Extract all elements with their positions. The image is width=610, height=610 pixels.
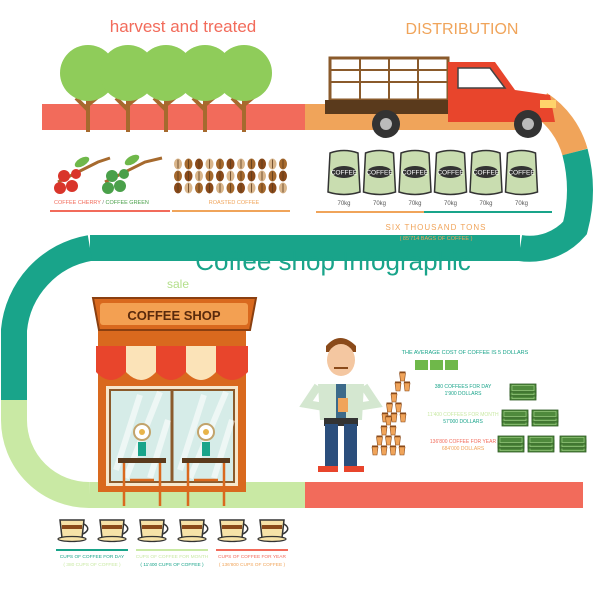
- divider: [216, 549, 288, 551]
- coffee-cup-icon: [57, 519, 89, 543]
- distribution-heading: DISTRIBUTION: [406, 21, 519, 38]
- tree-icon: [216, 45, 272, 132]
- coffee-bag-label: COFFEE: [508, 170, 535, 177]
- coffee-cup-icon: [177, 519, 209, 543]
- bag-weight-label: 70kg: [515, 201, 528, 207]
- sale-heading: sale: [167, 277, 189, 291]
- cups-month-label: CUPS OF COFFEE FOR MONTH: [136, 554, 209, 560]
- coffee-bag-icon: COFFEE: [469, 149, 503, 196]
- shop-sign: COFFEE SHOP: [91, 297, 258, 331]
- road-segment-sales: [305, 482, 583, 508]
- cups-day-sub: ( 380 CUPS OF COFFEE ): [63, 562, 121, 568]
- page-title: Coffee shop Infographic: [195, 246, 471, 276]
- coffee-bag-label: COFFEE: [331, 170, 358, 177]
- divider: [172, 210, 290, 212]
- tree-icon: [60, 45, 116, 132]
- barista-icon: [299, 338, 383, 472]
- bag-weight-label: 70kg: [479, 201, 492, 207]
- coffee-bag-icon: COFFEE: [362, 149, 397, 196]
- flower-icon: [133, 423, 151, 456]
- coffee-bag-label: COFFEE: [366, 170, 393, 177]
- coffee-bag-icon: COFFEE: [327, 149, 361, 196]
- flower-icon: [197, 423, 215, 456]
- coffee-bag-label: COFFEE: [437, 170, 464, 177]
- bag-weight-label: 70kg: [337, 201, 350, 207]
- divider: [136, 549, 208, 551]
- coffee-cherry-icon: [54, 156, 111, 194]
- tons-label: SIX THOUSAND TONS: [385, 223, 486, 232]
- roasted-label: ROASTED COFFEE: [209, 200, 260, 206]
- table-icon: [118, 458, 230, 506]
- divider: [50, 210, 170, 212]
- average-cost-label: THE AVERAGE COST OF COFFEE IS 5 DOLLARS: [402, 350, 529, 356]
- divider: [56, 549, 128, 551]
- coffee-cup-icon: [97, 519, 129, 543]
- coffee-trees: [60, 45, 272, 132]
- coffee-shop-icon: COFFEE SHOP: [91, 297, 258, 506]
- bag-weight-label: 70kg: [444, 201, 457, 207]
- bag-weight-label: 70kg: [408, 201, 421, 207]
- tree-icon: [177, 45, 233, 132]
- road-segment-harvest: [42, 104, 305, 130]
- coffee-bag-label: COFFEE: [473, 170, 500, 177]
- coffee-bag-icon: COFFEE: [398, 149, 432, 196]
- divider: [424, 211, 552, 213]
- divider: [316, 211, 424, 213]
- coffee-cup-icon: [217, 519, 249, 543]
- coffee-bag-icon: COFFEE: [504, 149, 539, 196]
- coffee-green-icon: [102, 154, 163, 194]
- coffee-bags: COFFEE 70kg COFFEE 70kg COFFEE 70kg COFFEE 70kg…: [327, 149, 539, 207]
- coffee-bag-icon: COFFEE: [433, 149, 468, 196]
- coffee-cups-stack-icon: [371, 371, 411, 456]
- tree-icon: [138, 45, 194, 132]
- road-curve-teal-left: [1, 235, 93, 400]
- truck-icon: [325, 56, 556, 138]
- roasted-beans-icon: [174, 158, 287, 194]
- sales-year-amount: 684'000 DOLLARS: [442, 446, 485, 452]
- awning: [96, 346, 248, 380]
- bag-weight-label: 70kg: [373, 201, 386, 207]
- coffee-cups-row: [57, 519, 289, 543]
- road-curve-teal-right: [517, 148, 593, 262]
- harvest-heading: harvest and treated: [110, 17, 256, 36]
- dollar-icon: [415, 360, 458, 370]
- cups-year-label: CUPS OF COFFEE FOR YEAR: [218, 554, 286, 560]
- cups-year-sub: ( 136'800 CUPS OF COFFEE ): [219, 562, 286, 568]
- shop-sign-label: COFFEE SHOP: [127, 308, 221, 323]
- road-segment-teal-middle: [90, 235, 520, 261]
- cherry-label: COFFEE CHERRY / COFFEE GREEN: [54, 200, 149, 206]
- coffee-cup-icon: [137, 519, 169, 543]
- sales-day-count: 380 COFFEES FOR DAY: [435, 384, 492, 390]
- sales-month-amount: 57'000 DOLLARS: [443, 419, 483, 425]
- coffee-cup-icon: [257, 519, 289, 543]
- sales-year-count: 136'800 COFFEE FOR YEAR: [430, 439, 497, 445]
- sales-day-amount: 1'900 DOLLARS: [445, 391, 482, 397]
- road-curve-lightgreen: [1, 400, 91, 509]
- cups-month-sub: ( 11'400 CUPS OF COFFEE ): [140, 562, 204, 568]
- bags-count-label: ( 85'714 BAGS OF COFFEE ): [400, 236, 473, 242]
- coffee-bag-label: COFFEE: [402, 170, 429, 177]
- sales-month-count: 11'400 COFFEES FOR MONTH: [427, 412, 499, 418]
- money-stacks-icon: [497, 383, 587, 453]
- cups-day-label: CUPS OF COFFEE FOR DAY: [60, 554, 125, 560]
